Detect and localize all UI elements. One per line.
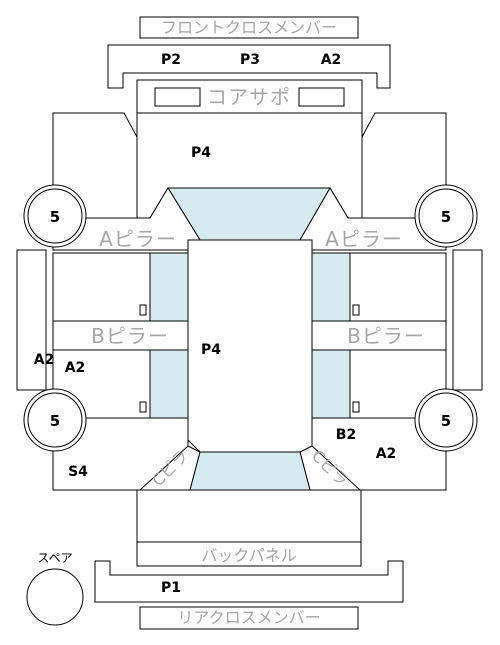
left-rear-window[interactable]	[149, 349, 189, 419]
right-rear-code: A2	[376, 446, 397, 462]
right-b-pillar[interactable]	[311, 320, 447, 351]
roof[interactable]	[187, 239, 313, 453]
left-front-window[interactable]	[149, 252, 189, 322]
right-rocker[interactable]	[452, 249, 483, 391]
wheel-rear-right-code: 5	[441, 412, 451, 430]
right-headlight[interactable]	[298, 87, 345, 107]
front-center-code: P3	[240, 52, 260, 68]
rear-cross-member-box[interactable]	[139, 606, 359, 630]
spare-label: スペア	[37, 551, 72, 565]
wheel-rear-right[interactable]: 5	[414, 388, 478, 452]
spare-tire[interactable]	[26, 568, 84, 626]
back-panel[interactable]	[136, 541, 362, 567]
trunk-lid[interactable]	[136, 489, 362, 543]
wheel-rear-left-code: 5	[50, 412, 60, 430]
right-front-door-handle	[352, 304, 360, 316]
roof-code: P4	[201, 342, 221, 358]
hood-code: P4	[191, 145, 211, 161]
front-bumper[interactable]	[107, 44, 391, 89]
front-left-code: P2	[161, 52, 181, 68]
right-b-pillar-label: Bピラー	[347, 324, 425, 348]
wheel-front-right[interactable]: 5	[414, 184, 478, 248]
front-cross-member-box[interactable]	[139, 16, 359, 39]
right-a-pillar-label: Aピラー	[325, 227, 403, 251]
left-headlight[interactable]	[154, 87, 201, 107]
left-rocker-code: A2	[34, 352, 55, 368]
rear-bumper[interactable]	[94, 560, 404, 603]
rear-cross-member-label: リアクロスメンバー	[177, 608, 320, 627]
front-cross-member-label: フロントクロスメンバー	[161, 18, 337, 37]
left-rocker[interactable]	[16, 249, 47, 391]
right-rear-door-handle	[352, 401, 360, 413]
left-side-code: A2	[65, 360, 86, 376]
left-b-pillar-label: Bピラー	[91, 324, 169, 348]
wheel-rear-left[interactable]: 5	[23, 388, 87, 452]
right-rear-inner-code: B2	[336, 427, 356, 443]
left-rear-door-handle	[139, 401, 147, 413]
right-rear-window[interactable]	[311, 349, 351, 419]
wheel-front-left[interactable]: 5	[23, 184, 87, 248]
back-panel-label: バックパネル	[201, 546, 296, 565]
front-right-code: A2	[321, 52, 342, 68]
left-a-pillar-label: Aピラー	[99, 227, 177, 251]
wheel-front-right-code: 5	[441, 208, 451, 226]
right-front-window[interactable]	[311, 252, 351, 322]
rear-code: P1	[161, 580, 181, 596]
core-support-label: コアサポ	[207, 85, 291, 109]
rear-window[interactable]	[189, 451, 311, 491]
wheel-front-left-code: 5	[50, 208, 60, 226]
left-rear-code: S4	[68, 464, 88, 480]
left-front-door-handle	[139, 304, 147, 316]
